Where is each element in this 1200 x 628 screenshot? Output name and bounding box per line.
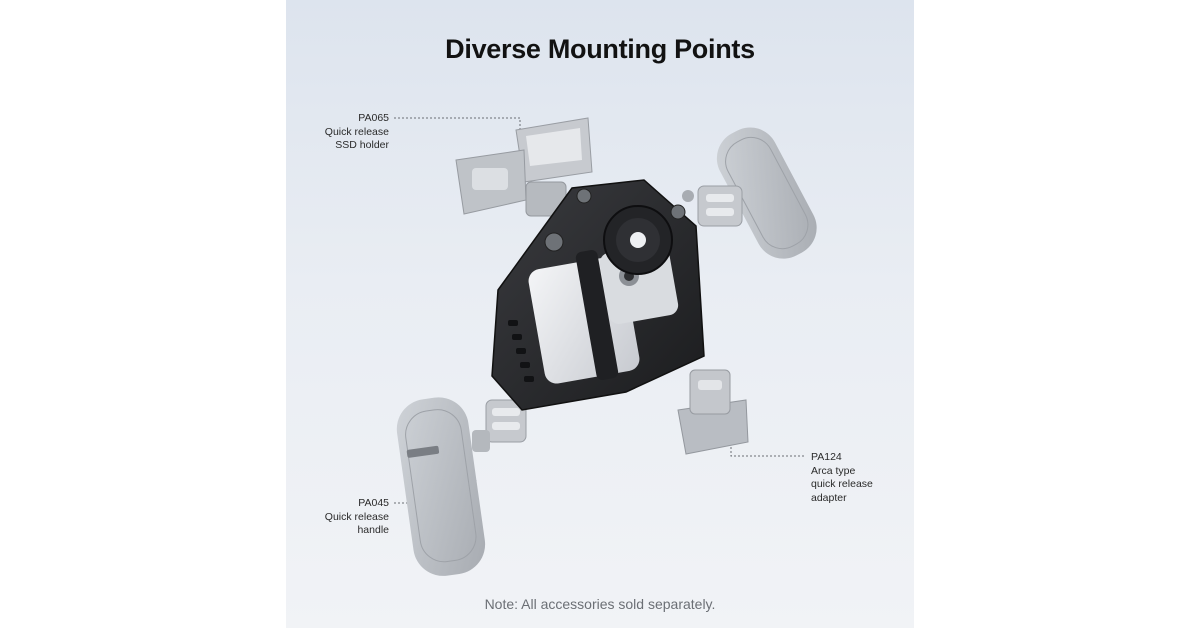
callout-pa124-code: PA124 (811, 451, 842, 463)
callout-pa124: PA124 Arca type quick release adapter (811, 451, 906, 505)
callout-pa124-line2: quick release (811, 478, 873, 490)
product-image-panel: Diverse Mounting Points (286, 0, 914, 628)
callout-pa045-code: PA045 (358, 497, 389, 509)
callout-pa065: PA065 Quick release SSD holder (296, 112, 389, 153)
cage-exploded-illustration (394, 117, 817, 576)
accessories-note: Note: All accessories sold separately. (484, 596, 716, 612)
leader-pa124 (730, 430, 804, 457)
leader-pa065 (394, 117, 521, 150)
bottom-left-clamp (472, 399, 527, 452)
ssd-holder-accessory (455, 117, 593, 217)
arca-adapter-accessory (677, 369, 749, 455)
callout-pa045-line1: Quick release (324, 510, 389, 523)
bottom-left-handle (396, 397, 486, 576)
callout-pa045: PA045 Quick release handle (296, 497, 389, 538)
page-title: Diverse Mounting Points (445, 34, 755, 64)
top-right-handle (716, 127, 817, 259)
cage-body (491, 179, 705, 411)
callout-pa045-line2: handle (357, 524, 389, 536)
callout-pa124-line1: Arca type (811, 464, 856, 477)
callout-pa124-line3: adapter (811, 491, 847, 504)
callout-pa065-line2: SSD holder (335, 139, 389, 151)
callout-pa065-code: PA065 (358, 112, 389, 124)
top-right-clamp (682, 185, 743, 227)
callout-pa065-line1: Quick release (324, 125, 389, 138)
